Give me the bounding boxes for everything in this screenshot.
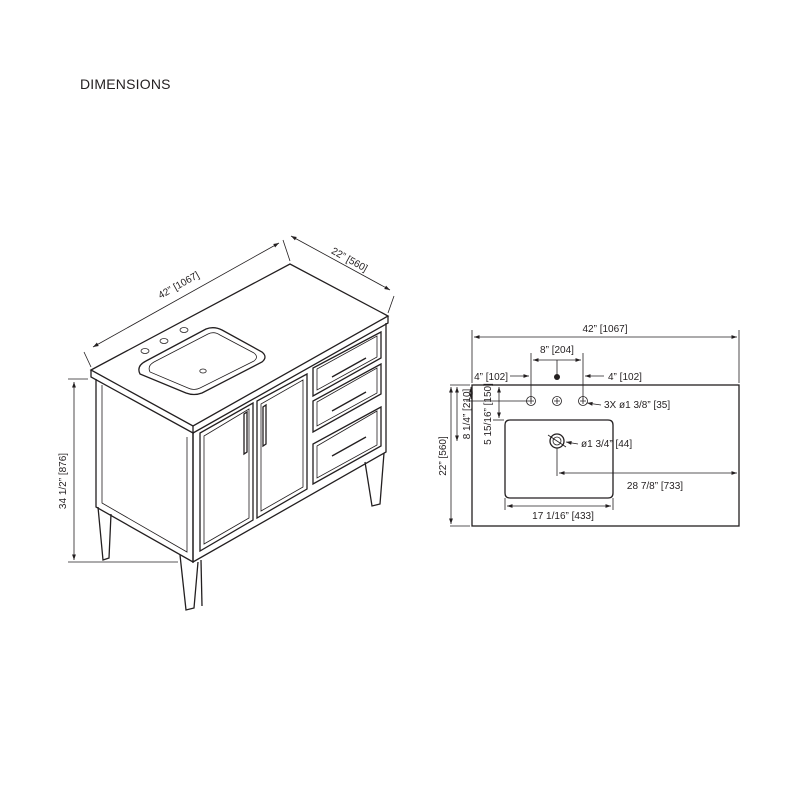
- holes-callout-label: 3X ø1 3/8” [35]: [604, 400, 670, 411]
- depth-dimension: 22” [560]: [290, 235, 395, 314]
- drawer-bottom: [312, 405, 382, 486]
- faucet-spread-label: 8” [204]: [540, 345, 574, 356]
- countertop-outline: [471, 384, 740, 527]
- faucet-holes-plan: [526, 396, 588, 406]
- drain-callout-label: ø1 3/4” [44]: [581, 439, 632, 450]
- cabinet-legs: [97, 452, 385, 611]
- left-offset-label: 4” [102]: [474, 372, 508, 383]
- basin-outline: [504, 419, 614, 499]
- right-offset-label: 4” [102]: [608, 372, 642, 383]
- basin-width-label: 17 1/16” [433]: [532, 511, 594, 522]
- width-label: 42” [1067]: [157, 270, 202, 302]
- depth-to-basin-label: 5 15/16” [150]: [483, 383, 494, 445]
- width-dimension: 42” [1067]: [83, 239, 291, 368]
- cabinet-door-left: [199, 401, 254, 553]
- drawer-pull-middle: [331, 391, 367, 412]
- basin-to-right-label: 28 7/8” [733]: [627, 481, 683, 492]
- overall-width-label: 42” [1067]: [582, 324, 627, 335]
- depth-to-faucet-label: 8 1/4” [210]: [462, 388, 473, 439]
- cabinet-front-panel: [192, 323, 387, 564]
- door-handle-left: [243, 410, 248, 456]
- drawer-middle: [312, 362, 382, 434]
- drawer-pull-bottom: [331, 436, 367, 457]
- overall-depth-label: 22” [560]: [438, 436, 449, 476]
- drawer-top: [312, 330, 382, 398]
- height-label: 34 1/2” [876]: [58, 453, 69, 509]
- page-title: DIMENSIONS: [80, 76, 171, 92]
- countertop: [89, 263, 390, 435]
- countertop-plan-view: 42” [1067] 8” [204] 4” [102] 4” [102] 3X…: [438, 324, 740, 527]
- sink-basin: [138, 327, 266, 396]
- vanity-isometric-view: 42” [1067] 22” [560] 34 1/2” [876]: [58, 235, 395, 611]
- door-handle-right: [262, 403, 267, 448]
- height-dimension: 34 1/2” [876]: [58, 378, 178, 563]
- faucet-center-mark: [554, 374, 560, 380]
- drawer-pull-top: [331, 357, 367, 378]
- cabinet-door-right: [256, 372, 308, 520]
- cabinet-side-inset: [101, 385, 188, 553]
